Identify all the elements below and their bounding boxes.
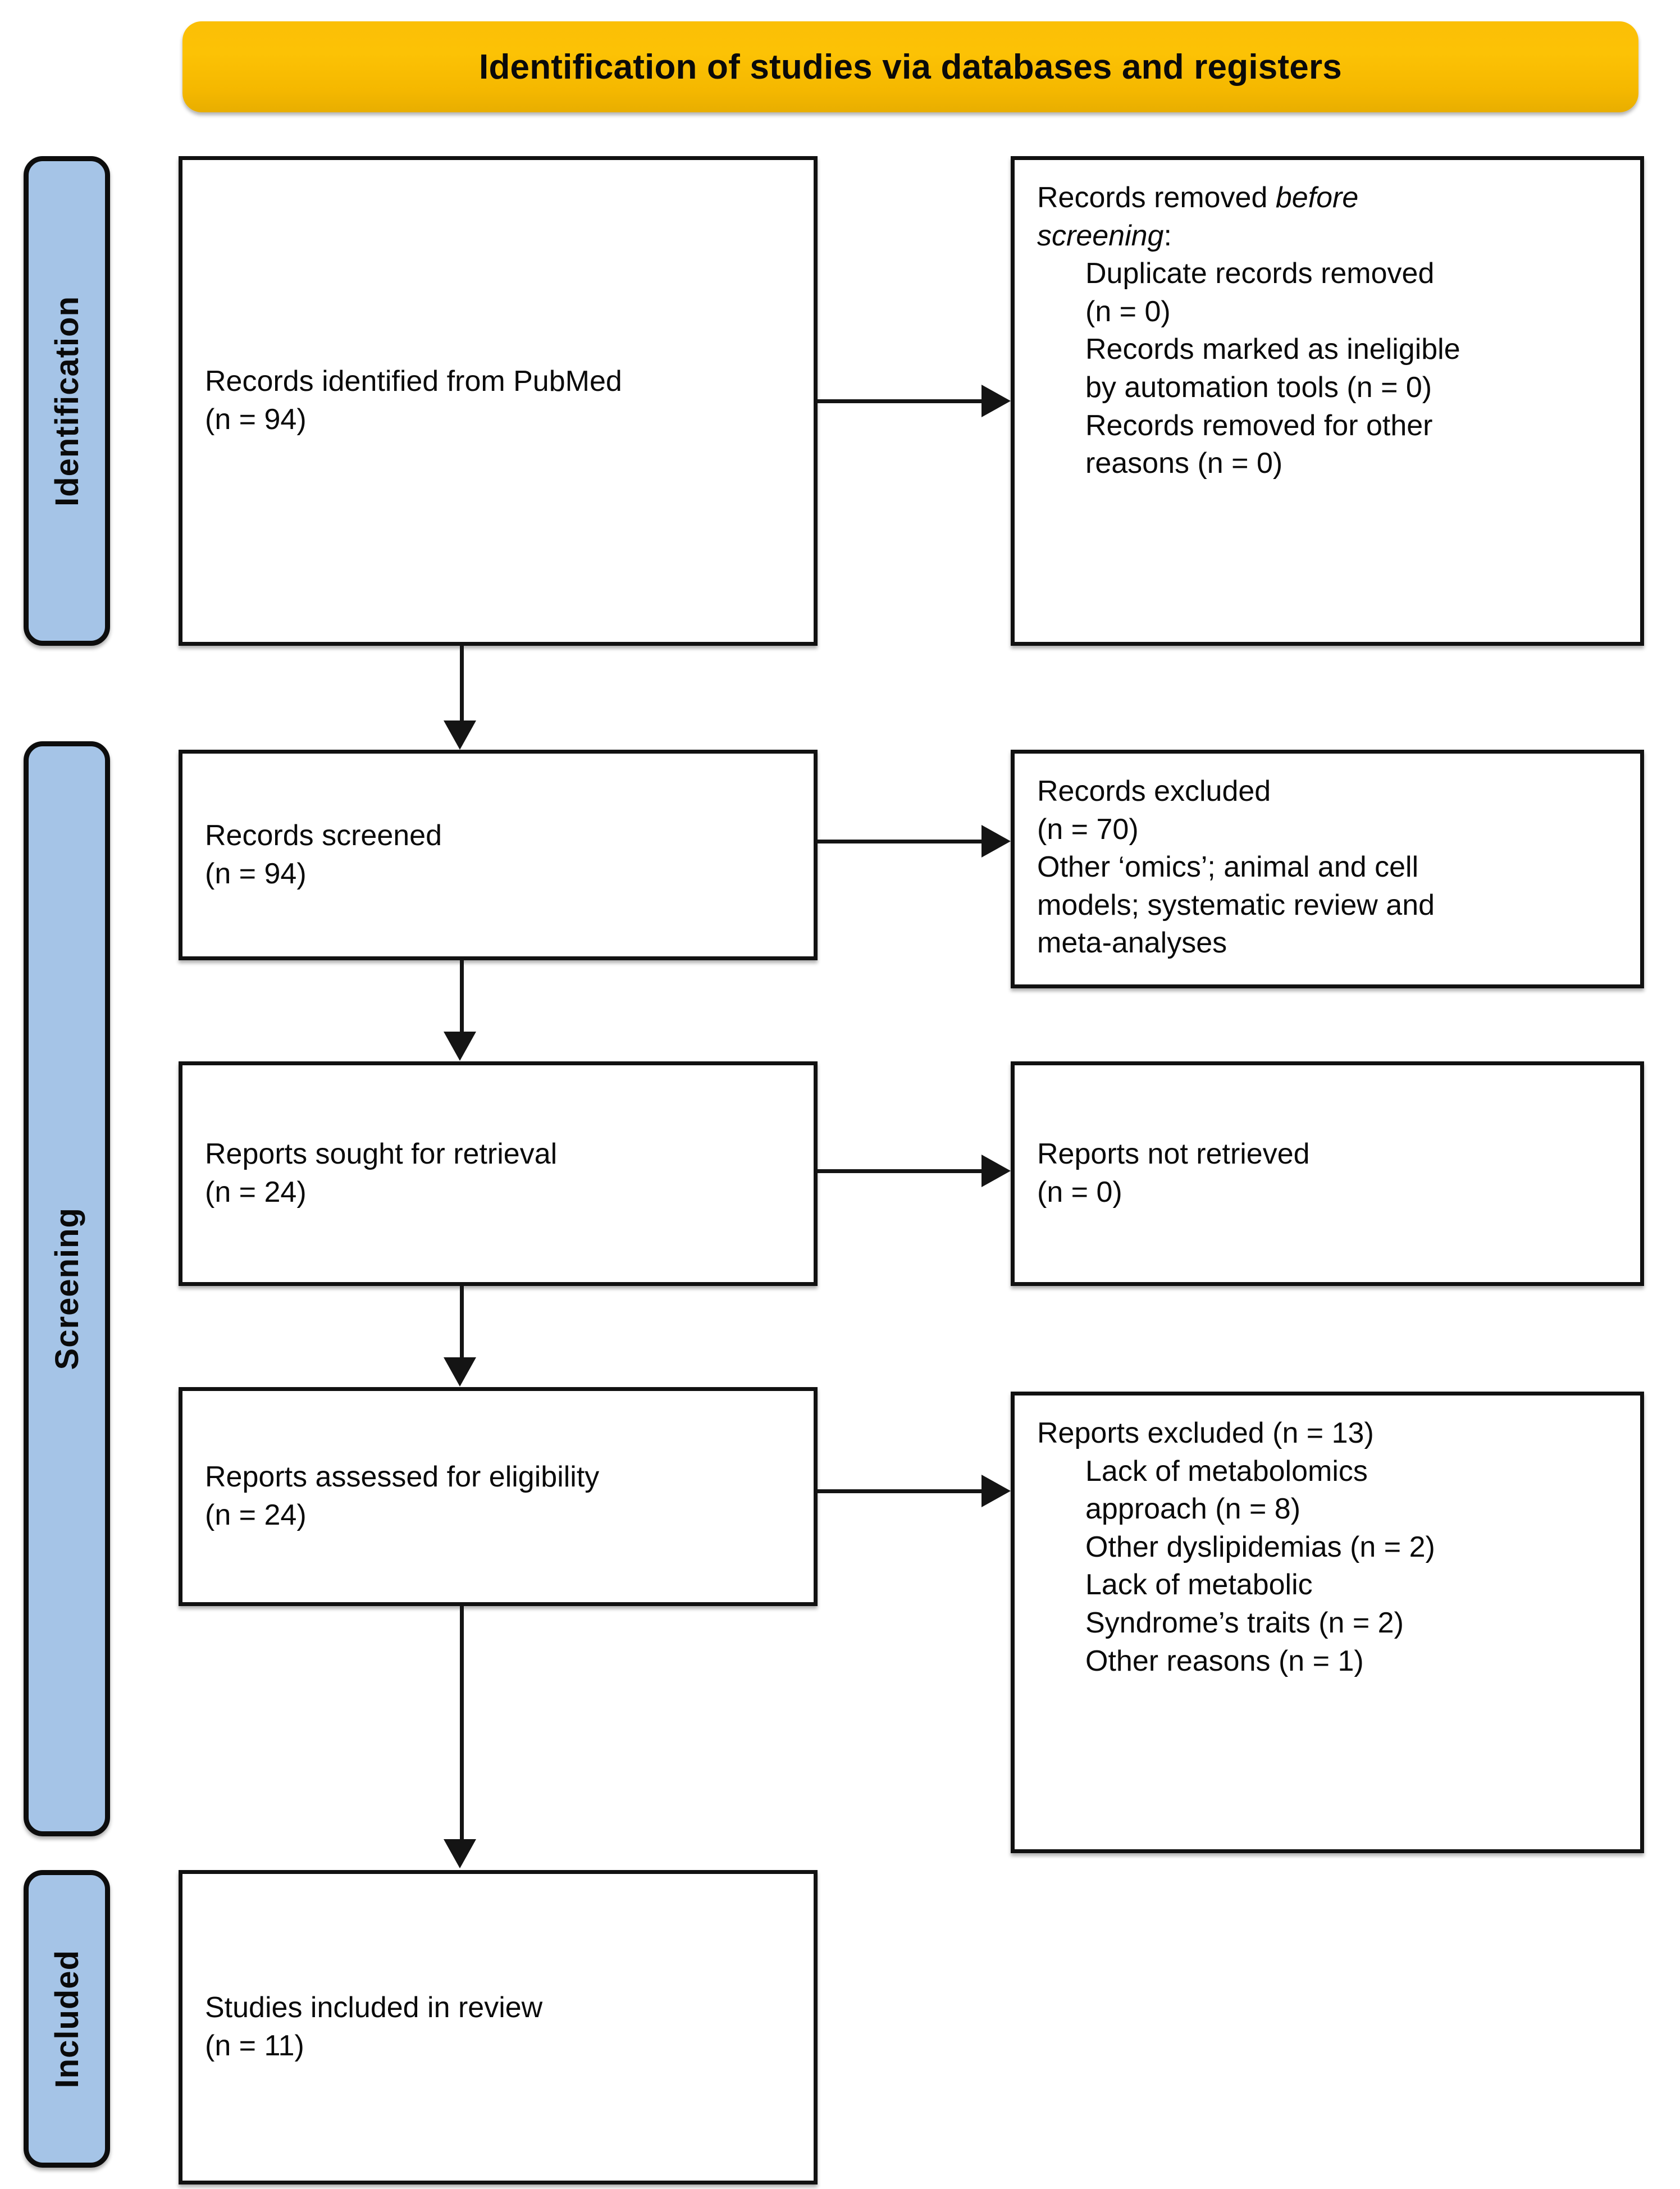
reports-excluded-reason-3b: Syndrome’s traits (n = 2) (1085, 1606, 1404, 1639)
duplicate-records-removed-count: (n = 0) (1085, 295, 1171, 328)
connector-sought-to-assessed (460, 1286, 464, 1357)
records-identified-line1: Records identified from PubMed (205, 365, 622, 398)
records-excluded-count: (n = 70) (1037, 813, 1139, 846)
reports-not-retrieved-line1: Reports not retrieved (1037, 1138, 1310, 1171)
arrow-down-icon (444, 720, 476, 750)
ineligible-automation-count: by automation tools (n = 0) (1085, 371, 1432, 404)
arrow-down-icon (444, 1357, 476, 1387)
reports-sought-count: (n = 24) (205, 1176, 307, 1208)
records-screened-count: (n = 94) (205, 857, 307, 890)
box-records-identified: Records identified from PubMed (n = 94) (179, 156, 818, 646)
reports-excluded-reason-1b: approach (n = 8) (1085, 1493, 1301, 1526)
connector-identified-to-removed (818, 399, 981, 403)
arrow-right-icon (981, 1155, 1011, 1187)
connector-screened-to-sought (460, 960, 464, 1032)
arrow-down-icon (444, 1839, 476, 1868)
stage-label-identification: Identification (24, 156, 110, 646)
reports-excluded-reason-4: Other reasons (n = 1) (1085, 1644, 1364, 1677)
stage-label-identification-text: Identification (48, 295, 85, 507)
records-removed-heading-a: Records removed (1037, 181, 1276, 214)
reports-assessed-count: (n = 24) (205, 1499, 307, 1531)
records-excluded-reason-line2: models; systematic review and (1037, 888, 1435, 922)
records-removed-heading: Records removed before (1037, 179, 1618, 217)
reports-excluded-reason-1a: Lack of metabolomics (1085, 1454, 1368, 1488)
arrow-right-icon (981, 825, 1011, 858)
box-reports-excluded: Reports excluded (n = 13) Lack of metabo… (1011, 1392, 1644, 1853)
stage-label-screening-text: Screening (48, 1207, 85, 1370)
reports-excluded-reason-2: Other dyslipidemias (n = 2) (1085, 1530, 1435, 1563)
records-excluded-reason-line1: Other ‘omics’; animal and cell (1037, 851, 1419, 884)
records-removed-heading2-colon: : (1163, 219, 1172, 252)
reports-not-retrieved-count: (n = 0) (1037, 1176, 1122, 1208)
records-removed-heading2-em: screening (1037, 219, 1164, 252)
ineligible-automation-label: Records marked as ineligible (1085, 333, 1460, 366)
duplicate-records-removed-label: Duplicate records removed (1085, 257, 1435, 290)
stage-label-screening: Screening (24, 741, 110, 1836)
studies-included-line1: Studies included in review (205, 1991, 543, 2024)
records-removed-heading-em: before (1275, 181, 1359, 214)
reports-assessed-line1: Reports assessed for eligibility (205, 1461, 600, 1494)
box-records-removed-before-screening: Records removed before screening: Duplic… (1011, 156, 1644, 646)
studies-included-count: (n = 11) (205, 2030, 304, 2062)
diagram-banner: Identification of studies via databases … (182, 21, 1638, 112)
stage-label-included: Included (24, 1870, 110, 2168)
records-removed-heading2: screening: (1037, 217, 1618, 256)
connector-assessed-to-included (460, 1606, 464, 1839)
reports-excluded-heading: Reports excluded (n = 13) (1037, 1417, 1374, 1449)
reports-sought-line1: Reports sought for retrieval (205, 1138, 558, 1171)
box-studies-included-in-review: Studies included in review (n = 11) (179, 1870, 818, 2185)
box-reports-not-retrieved: Reports not retrieved (n = 0) (1011, 1061, 1644, 1286)
records-screened-line1: Records screened (205, 819, 442, 852)
connector-sought-to-not-retrieved (818, 1169, 981, 1173)
arrow-right-icon (981, 385, 1011, 417)
records-identified-count: (n = 94) (205, 403, 307, 436)
records-excluded-line1: Records excluded (1037, 775, 1271, 808)
connector-assessed-to-reports-excluded (818, 1489, 981, 1493)
banner-title: Identification of studies via databases … (479, 47, 1342, 86)
connector-identified-to-screened (460, 646, 464, 720)
arrow-right-icon (981, 1475, 1011, 1507)
removed-other-label: Records removed for other (1085, 409, 1433, 442)
stage-label-included-text: Included (48, 1949, 85, 2088)
records-excluded-reason-line3: meta-analyses (1037, 927, 1227, 960)
box-reports-sought-for-retrieval: Reports sought for retrieval (n = 24) (179, 1061, 818, 1286)
reports-excluded-reason-3a: Lack of metabolic (1085, 1568, 1313, 1602)
box-reports-assessed-for-eligibility: Reports assessed for eligibility (n = 24… (179, 1387, 818, 1606)
arrow-down-icon (444, 1032, 476, 1061)
connector-screened-to-records-excluded (818, 840, 981, 843)
box-records-screened: Records screened (n = 94) (179, 750, 818, 960)
box-records-excluded: Records excluded (n = 70) Other ‘omics’;… (1011, 750, 1644, 988)
removed-other-count: reasons (n = 0) (1085, 447, 1283, 480)
